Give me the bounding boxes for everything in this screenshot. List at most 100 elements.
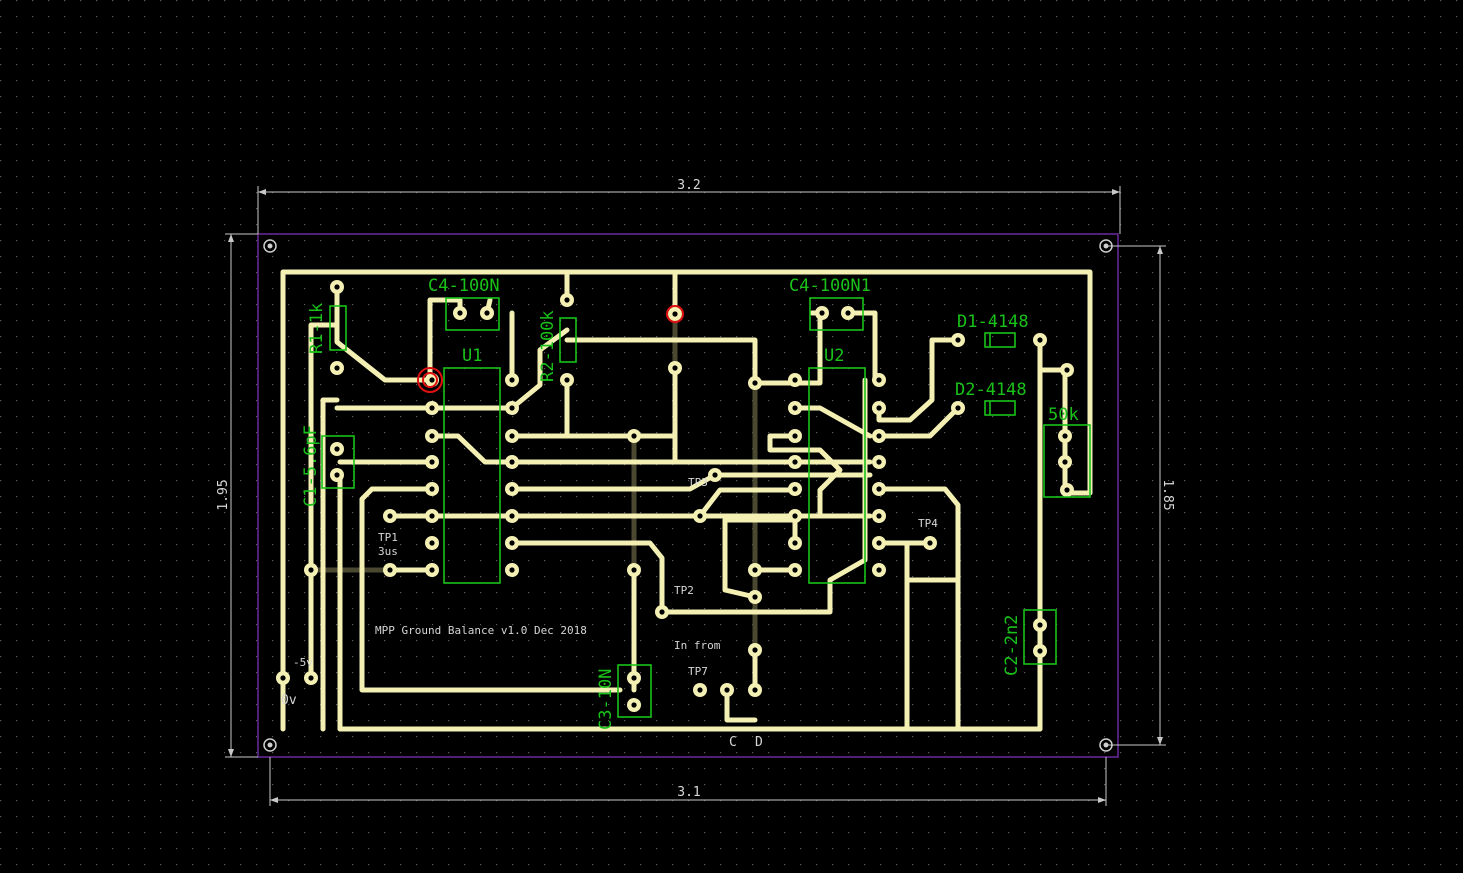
pad-hole	[429, 567, 435, 573]
pad-hole	[334, 365, 340, 371]
pad-hole	[876, 459, 882, 465]
pad-hole	[509, 540, 515, 546]
label-u1: U1	[462, 346, 482, 366]
board-outline	[257, 233, 1119, 758]
dimension-left: 1.95	[216, 233, 258, 758]
pad-hole	[659, 609, 665, 615]
pad-hole	[429, 433, 435, 439]
pad-hole	[845, 310, 851, 316]
pad-hole	[697, 513, 703, 519]
pad-hole	[876, 540, 882, 546]
pad-hole	[1062, 459, 1068, 465]
pad-hole	[792, 486, 798, 492]
label-minus5v: -5v	[293, 656, 313, 669]
label-tp4: TP4	[918, 517, 938, 530]
pad-hole	[308, 567, 314, 573]
pad-hole	[1037, 337, 1043, 343]
pad-hole	[509, 405, 515, 411]
label-c1: C1-5.6pF	[301, 425, 321, 507]
pad-hole	[927, 540, 933, 546]
pad-hole	[819, 310, 825, 316]
pad-hole	[752, 567, 758, 573]
label-c4-left: C4-100N	[428, 276, 500, 296]
label-in-from: In from	[674, 639, 721, 652]
pad-hole	[876, 486, 882, 492]
label-r1: R1-1k	[307, 303, 327, 354]
pad-hole	[876, 405, 882, 411]
component-outlines	[321, 297, 1091, 718]
dimension-right: 1.85	[1106, 245, 1175, 746]
pad-hole	[429, 513, 435, 519]
pad-hole	[752, 647, 758, 653]
pad-hole	[387, 513, 393, 519]
pad-hole	[1062, 433, 1068, 439]
pad-hole	[509, 567, 515, 573]
pads	[276, 280, 1074, 712]
board-title: MPP Ground Balance v1.0 Dec 2018	[375, 624, 587, 637]
pad-hole	[672, 311, 678, 317]
pad-hole	[724, 687, 730, 693]
pad-hole	[564, 377, 570, 383]
label-tp1-sub: 3us	[378, 545, 398, 558]
pad-hole	[1064, 367, 1070, 373]
pad-hole	[697, 687, 703, 693]
pad-hole	[509, 486, 515, 492]
label-c4-right: C4-100N1	[789, 276, 871, 296]
label-r2: R2-100k	[538, 310, 558, 382]
mounting-holes	[263, 239, 1113, 752]
label-tp7: TP7	[688, 665, 708, 678]
label-tp3: TP3	[688, 476, 708, 489]
dimension-top: 3.2	[257, 178, 1121, 234]
pad-hole	[792, 405, 798, 411]
pad-hole	[509, 459, 515, 465]
pad-hole	[876, 567, 882, 573]
pad-hole	[876, 513, 882, 519]
pad-hole	[672, 365, 678, 371]
drc-markers	[417, 305, 684, 393]
pad-hole	[1064, 487, 1070, 493]
pad-hole	[955, 405, 961, 411]
pad-hole	[792, 433, 798, 439]
label-c3: C3-10N	[596, 669, 616, 730]
pad-hole	[792, 540, 798, 546]
pad-hole	[429, 405, 435, 411]
pad-hole	[429, 377, 435, 383]
pad-hole	[631, 567, 637, 573]
pad-hole	[712, 472, 718, 478]
pad-hole	[1037, 622, 1043, 628]
label-d1: D1-4148	[957, 312, 1029, 332]
pad-hole	[457, 310, 463, 316]
pad-hole	[334, 284, 340, 290]
pad-hole	[1037, 648, 1043, 654]
pad-hole	[631, 675, 637, 681]
pad-hole	[752, 594, 758, 600]
pad-hole	[955, 337, 961, 343]
dimension-left-label: 1.95	[216, 479, 231, 510]
pad-hole	[509, 433, 515, 439]
pad-hole	[752, 380, 758, 386]
label-0v: 0v	[281, 693, 297, 708]
dimension-right-label: 1.85	[1160, 479, 1175, 510]
label-tp1: TP1	[378, 531, 398, 544]
pad-hole	[564, 297, 570, 303]
pad-hole	[429, 540, 435, 546]
pad-hole	[876, 433, 882, 439]
pad-hole	[792, 377, 798, 383]
dimension-bottom-label: 3.1	[677, 785, 700, 800]
pad-hole	[429, 459, 435, 465]
dimension-top-label: 3.2	[677, 178, 700, 193]
pad-hole	[429, 486, 435, 492]
pad-hole	[631, 702, 637, 708]
label-c2: C2-2n2	[1002, 615, 1022, 676]
label-d: D	[755, 735, 763, 750]
pad-hole	[484, 310, 490, 316]
pad-hole	[334, 472, 340, 478]
pad-hole	[334, 446, 340, 452]
pad-hole	[509, 377, 515, 383]
label-d2: D2-4148	[955, 380, 1027, 400]
label-c: C	[729, 735, 737, 750]
pad-hole	[280, 675, 286, 681]
pad-hole	[792, 459, 798, 465]
dimension-bottom: 3.1	[269, 757, 1107, 806]
